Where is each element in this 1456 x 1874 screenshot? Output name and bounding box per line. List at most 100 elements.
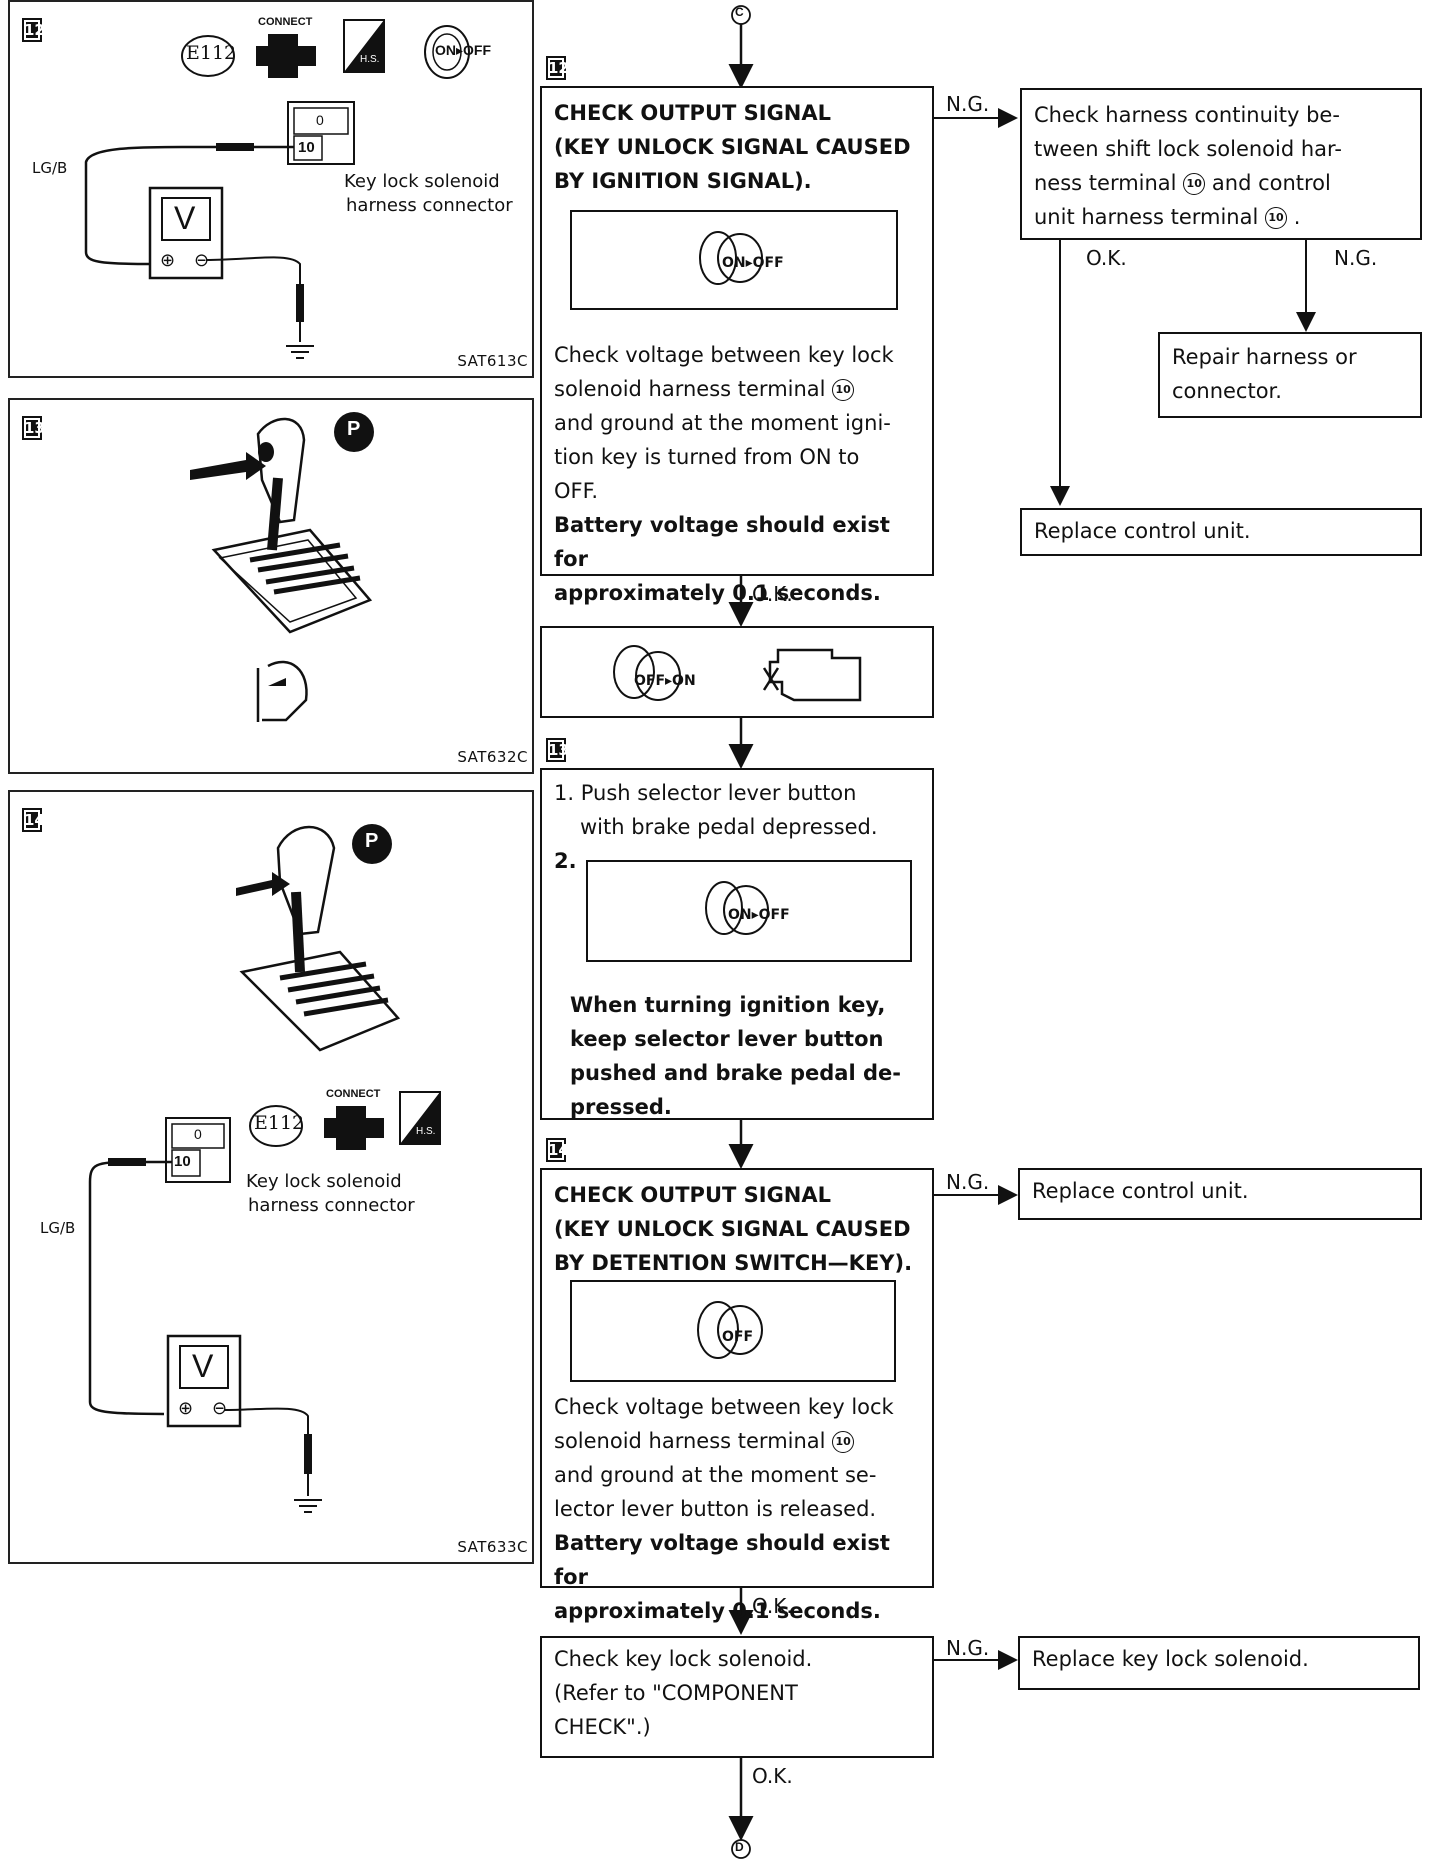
- terminal-number: 10: [298, 139, 315, 156]
- key-label: ON▸OFF: [728, 907, 790, 923]
- step12-result-2: approximately 0.1 seconds.: [554, 581, 881, 605]
- step-badge: 12: [22, 18, 45, 42]
- step12-title-3: BY IGNITION SIGNAL).: [554, 169, 812, 193]
- solenoid-line-2: (Refer to "COMPONENT: [554, 1681, 798, 1705]
- step14-body-3: and ground at the moment se-: [554, 1463, 877, 1487]
- key-off-icon-frame: ON▸OFF: [570, 210, 898, 310]
- step14-title-2: (KEY UNLOCK SIGNAL CAUSED: [554, 1217, 911, 1241]
- ok-label-12: O.K.: [752, 582, 793, 606]
- step12-box: CHECK OUTPUT SIGNAL (KEY UNLOCK SIGNAL C…: [540, 86, 934, 605]
- step13-note-3: pushed and brake pedal de-: [570, 1061, 901, 1085]
- figure-id: SAT613C: [457, 352, 528, 370]
- caption-line-2: harness connector: [248, 1195, 415, 1216]
- step13-note-4: pressed.: [570, 1095, 672, 1119]
- replace-control-unit-text: Replace control unit.: [1032, 1179, 1249, 1203]
- engine-start-box: OFF▸ON: [540, 626, 934, 718]
- step12-title-1: CHECK OUTPUT SIGNAL: [554, 101, 832, 125]
- selector-lever-illustration: [190, 412, 374, 722]
- key-label: ON▸OFF: [722, 255, 784, 271]
- key-label: OFF▸ON: [634, 673, 696, 689]
- step12-body-3: and ground at the moment igni-: [554, 411, 891, 435]
- solenoid-check-box: Check key lock solenoid. (Refer to "COMP…: [540, 1636, 934, 1758]
- connector-d: D: [735, 1840, 744, 1854]
- repair-line-2: connector.: [1172, 379, 1282, 403]
- step14-body-2: solenoid harness terminal: [554, 1429, 826, 1453]
- harness-line-1: Check harness continuity be-: [1034, 103, 1340, 127]
- key-off-icon-frame: ON▸OFF: [586, 860, 912, 962]
- terminal-10: 10: [1265, 207, 1288, 229]
- connector-c: C: [735, 5, 744, 19]
- figure-panel-12: 12 E112 CONNECT H.S. ON▸OFF 0 10 LG/B V …: [8, 0, 534, 378]
- park-badge: P: [347, 418, 361, 440]
- voltmeter-label: V: [174, 200, 196, 236]
- connect-label: CONNECT: [326, 1088, 381, 1100]
- solenoid-line-3: CHECK".): [554, 1715, 651, 1739]
- terminal-10: 10: [1183, 173, 1206, 195]
- key-icon: [705, 881, 769, 935]
- park-badge: P: [365, 830, 379, 852]
- step13-box: 1. Push selector lever button with brake…: [540, 768, 934, 1120]
- ng-label-solenoid: N.G.: [946, 1636, 990, 1660]
- replace-solenoid-text: Replace key lock solenoid.: [1032, 1647, 1309, 1671]
- repair-box: Repair harness or connector.: [1158, 332, 1422, 418]
- step12-body-1: Check voltage between key lock: [554, 343, 894, 367]
- ng-label-14: N.G.: [946, 1170, 990, 1194]
- caption-line-1: Key lock solenoid: [344, 171, 500, 192]
- figure-panel-14: 14 P E112 CONNECT H.S. 0 10 LG/B V ⊕ ⊖ K…: [8, 790, 534, 1564]
- step14-body-1: Check voltage between key lock: [554, 1395, 894, 1419]
- terminal-top-label: 0: [194, 1126, 202, 1142]
- solenoid-line-1: Check key lock solenoid.: [554, 1647, 813, 1671]
- step14-title-3: BY DETENTION SWITCH—KEY).: [554, 1251, 913, 1275]
- key-label: OFF: [722, 1329, 754, 1345]
- repair-line-1: Repair harness or: [1172, 345, 1357, 369]
- wire-label: LG/B: [40, 1219, 76, 1237]
- replace-solenoid-box: Replace key lock solenoid.: [1018, 1636, 1420, 1690]
- harness-line-5: unit harness terminal: [1034, 205, 1259, 229]
- key-and-engine-icons: [613, 645, 862, 702]
- ok-label-harness: O.K.: [1086, 246, 1127, 270]
- step13-item1-line-2: with brake pedal depressed.: [580, 815, 878, 839]
- connect-label: CONNECT: [258, 16, 313, 28]
- step14-body-4: lector lever button is released.: [554, 1497, 877, 1521]
- step12-body-2: solenoid harness terminal: [554, 377, 826, 401]
- caption-line-2: harness connector: [346, 195, 513, 216]
- plus-terminal: ⊕: [178, 1398, 194, 1418]
- step13-note-2: keep selector lever button: [570, 1027, 884, 1051]
- replace-control-unit-box-2: Replace control unit.: [1018, 1168, 1422, 1220]
- harness-check-box: Check harness continuity be- tween shift…: [1020, 88, 1422, 240]
- figure-id: SAT633C: [457, 1538, 528, 1556]
- replace-control-unit-box-1: Replace control unit.: [1020, 508, 1422, 556]
- harness-line-2: tween shift lock solenoid har-: [1034, 137, 1342, 161]
- step12-body-4: tion key is turned from ON to: [554, 445, 860, 469]
- harness-line-3: ness terminal: [1034, 171, 1177, 195]
- connector-id-label: E112: [186, 42, 237, 64]
- hs-label: H.S.: [416, 1126, 436, 1137]
- hs-label: H.S.: [360, 54, 380, 65]
- figure-panel-13: 13 P SAT632C: [8, 398, 534, 774]
- step14-result-2: approximately 0.1 seconds.: [554, 1599, 881, 1623]
- step-badge-12: 12: [546, 56, 569, 80]
- selector-lever-illustration: [88, 824, 441, 1513]
- step13-item1-line-1: 1. Push selector lever button: [554, 781, 857, 805]
- figure-id: SAT632C: [457, 748, 528, 766]
- terminal-10: 10: [832, 1431, 855, 1453]
- terminal-10: 10: [832, 379, 855, 401]
- step-badge: 14: [22, 808, 45, 832]
- key-icon-label: ON▸OFF: [435, 42, 492, 58]
- caption-line-1: Key lock solenoid: [246, 1171, 402, 1192]
- plus-terminal: ⊕: [160, 250, 176, 270]
- ok-label-solenoid: O.K.: [752, 1764, 793, 1788]
- step-badge: 13: [22, 416, 45, 440]
- minus-terminal: ⊖: [212, 1398, 228, 1418]
- replace-control-unit-text: Replace control unit.: [1034, 519, 1251, 543]
- step13-item2: 2.: [554, 849, 577, 873]
- terminal-top-label: 0: [316, 112, 324, 128]
- connector-id-label: E112: [254, 1112, 305, 1134]
- step-badge-14: 14: [546, 1138, 569, 1162]
- voltmeter-label: V: [192, 1348, 214, 1384]
- ng-label-harness: N.G.: [1334, 246, 1378, 270]
- connector-icons: [84, 19, 470, 359]
- step12-body-5: OFF.: [554, 479, 598, 503]
- step14-box: CHECK OUTPUT SIGNAL (KEY UNLOCK SIGNAL C…: [540, 1168, 934, 1623]
